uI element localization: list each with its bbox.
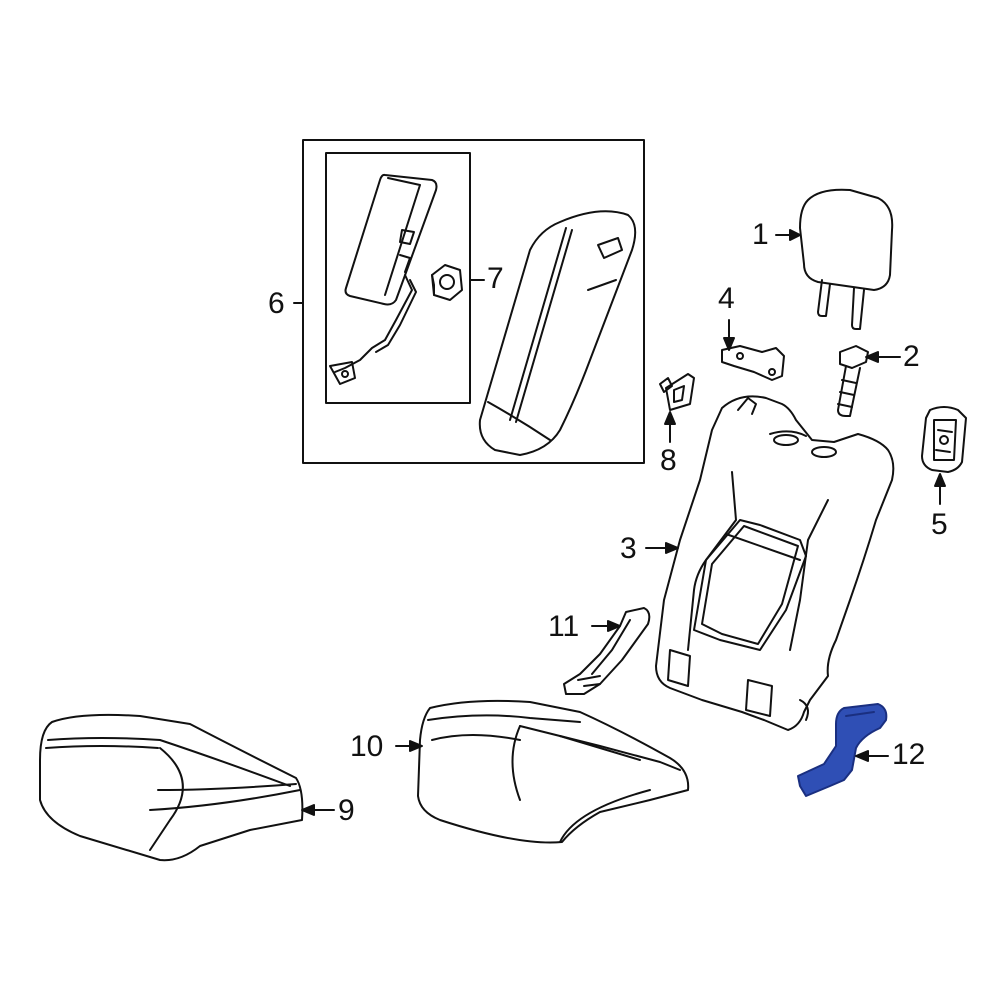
callout-7: 7	[487, 262, 504, 295]
part-airbag-module	[329, 173, 438, 385]
arrow-1	[789, 229, 801, 241]
callout-9: 9	[338, 794, 355, 827]
arrow-4	[723, 337, 735, 351]
callout-11: 11	[548, 610, 580, 643]
part-side-cover	[478, 210, 637, 456]
part-nut	[431, 264, 463, 301]
part-headrest-guide	[837, 345, 869, 417]
part-headrest	[799, 188, 894, 330]
callout-3: 3	[620, 532, 637, 565]
part-cushion-cover	[39, 713, 304, 862]
part-reinforcement	[563, 607, 651, 695]
arrow-12	[855, 750, 869, 762]
callout-2: 2	[903, 340, 920, 373]
arrow-5	[934, 473, 946, 487]
callout-4: 4	[718, 282, 735, 315]
part-cushion	[417, 699, 690, 844]
highlight-shape	[797, 703, 888, 797]
callout-8: 8	[660, 444, 677, 477]
part-bracket-4	[721, 345, 785, 381]
part-latch	[921, 406, 967, 473]
part-12-highlighted	[797, 703, 888, 797]
callout-6: 6	[268, 287, 285, 320]
callout-5: 5	[931, 508, 948, 541]
arrow-8	[664, 411, 676, 425]
arrow-9	[301, 804, 315, 816]
part-clip	[659, 373, 695, 411]
arrow-10	[409, 740, 423, 752]
arrow-2	[865, 351, 879, 363]
inset-box-6	[302, 139, 645, 464]
arrow-11	[607, 620, 621, 632]
leader-lines	[293, 229, 946, 816]
callout-10: 10	[350, 730, 384, 763]
arrow-3	[665, 542, 679, 554]
part-seat-back	[655, 395, 895, 731]
callout-1: 1	[752, 218, 769, 251]
callout-12: 12	[892, 738, 926, 771]
